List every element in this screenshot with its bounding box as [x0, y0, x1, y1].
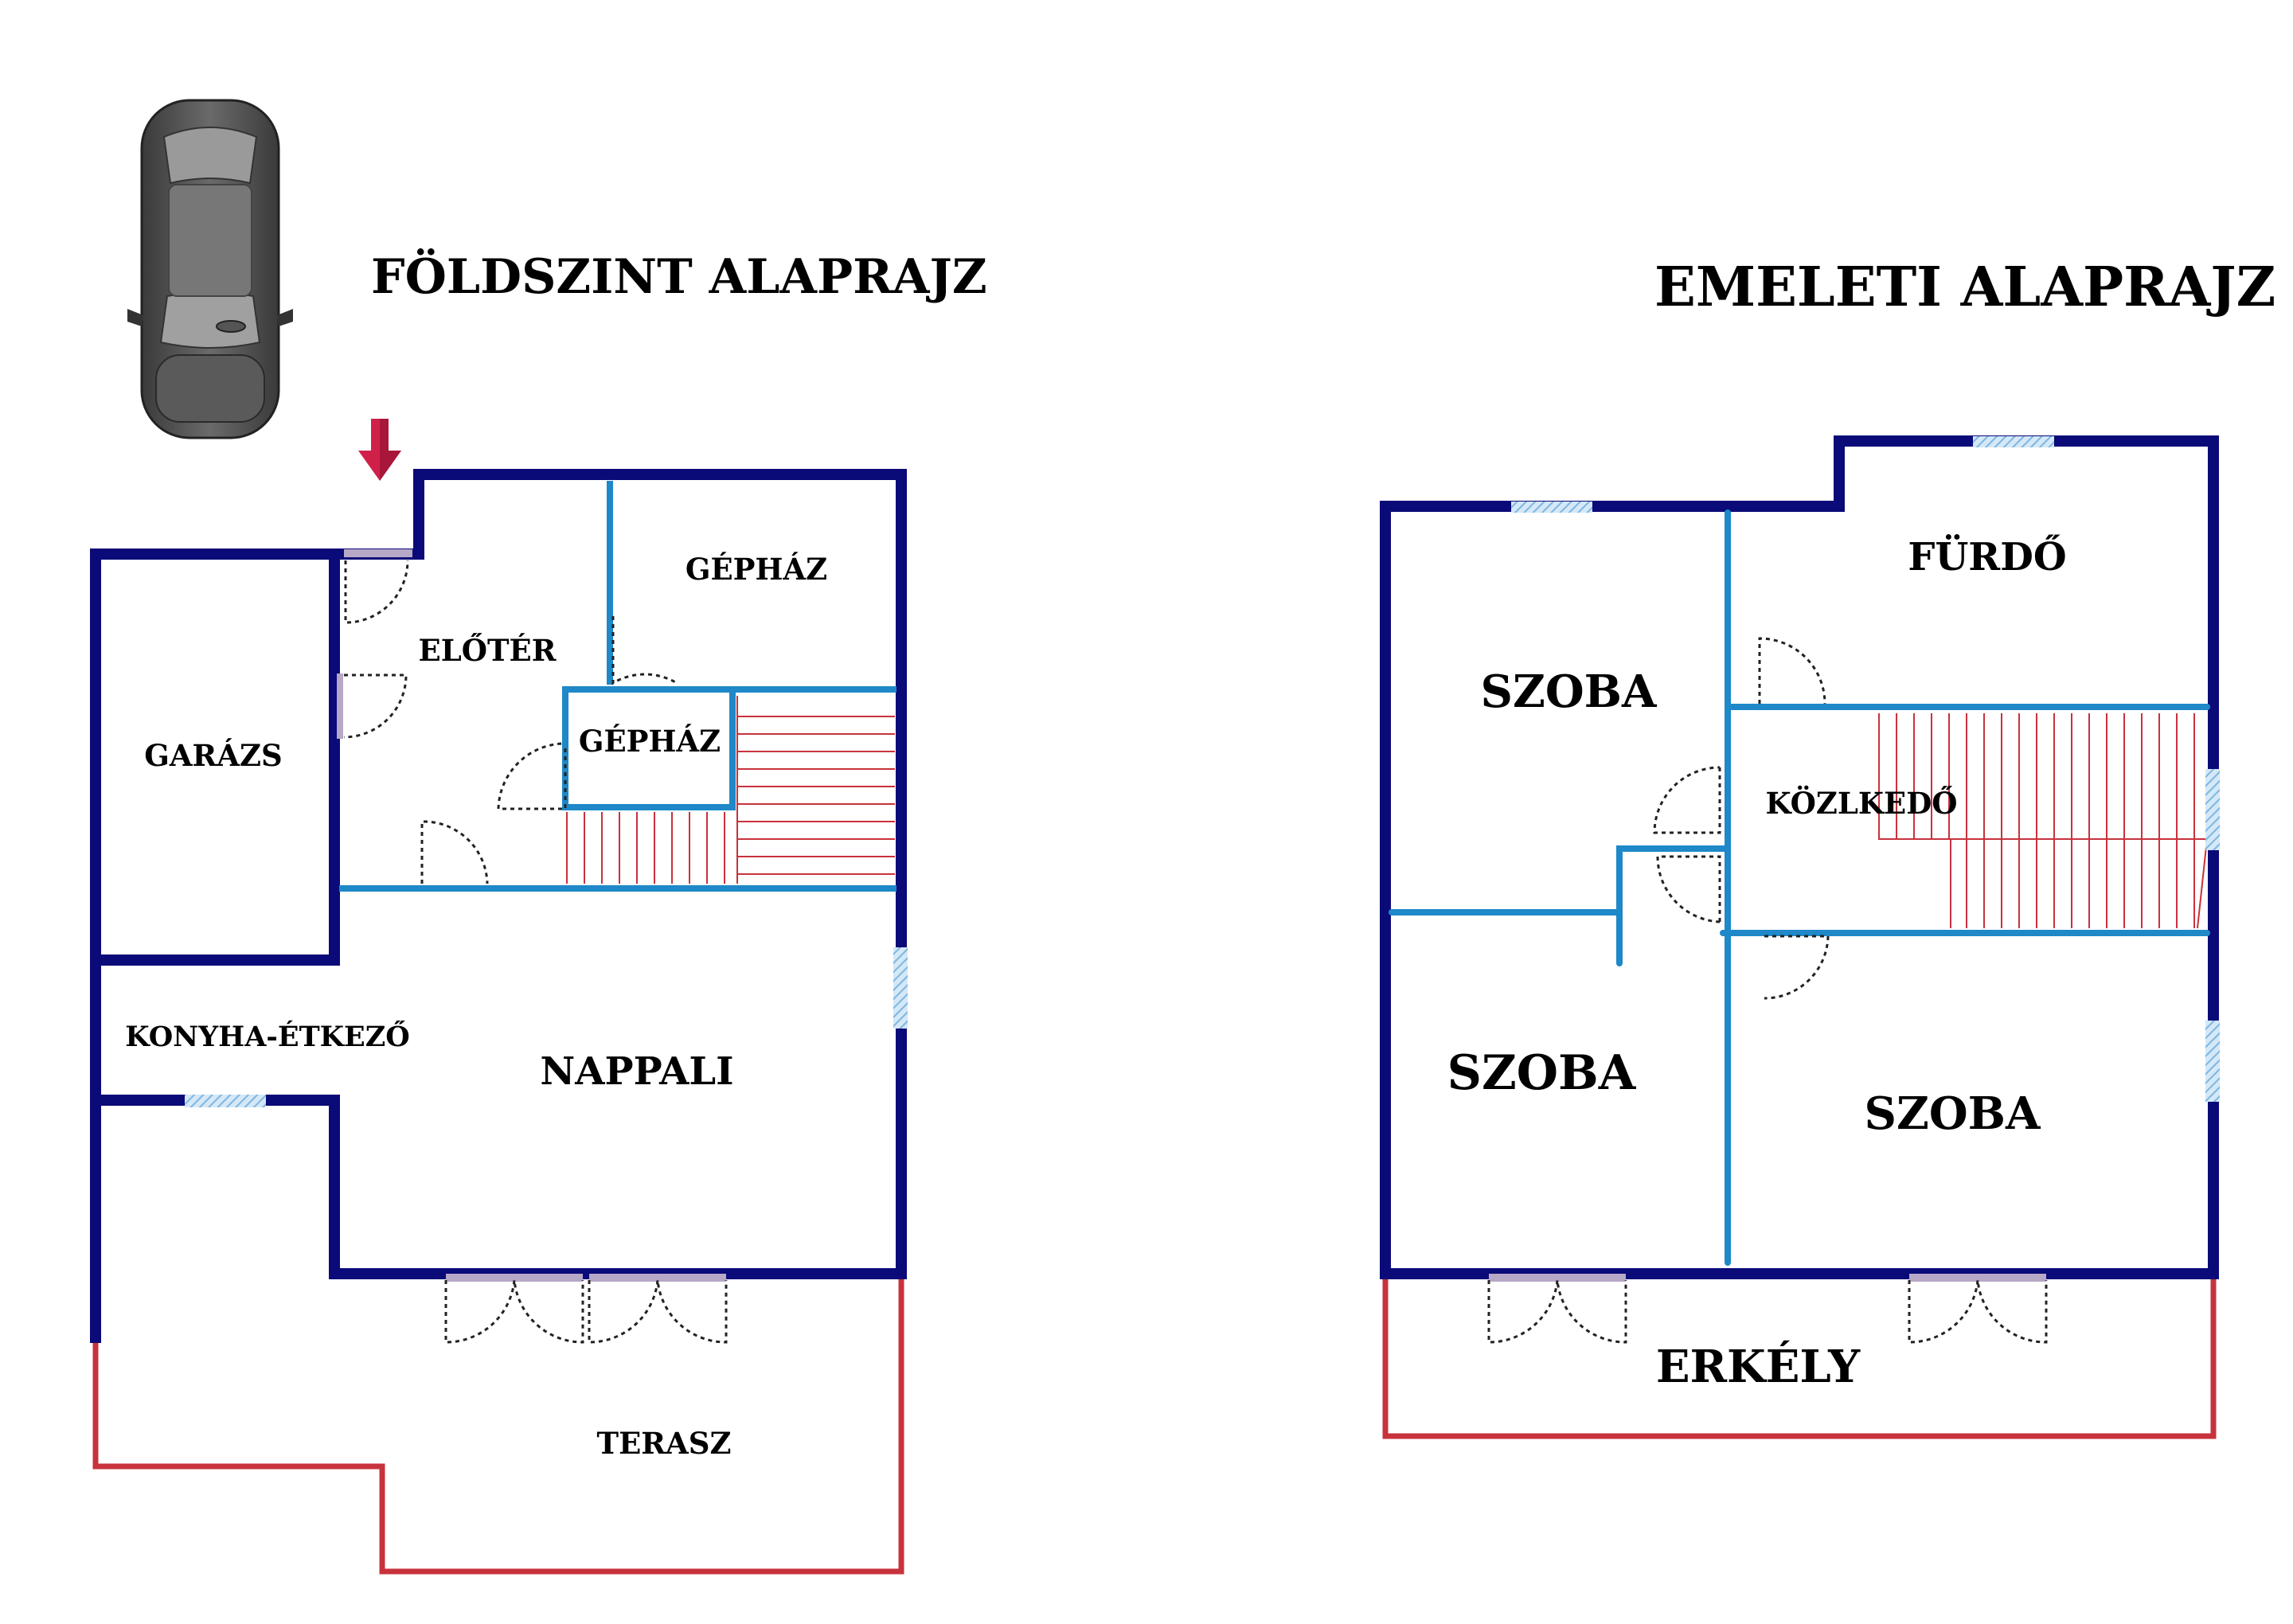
- car-top-view-icon: [127, 99, 293, 439]
- window: [2205, 769, 2220, 850]
- ground-outer-walls: [90, 469, 907, 1343]
- window: [344, 549, 412, 557]
- room-label-room: SZOBA: [1481, 666, 1658, 718]
- terrace-outline: [92, 1274, 904, 1575]
- room-label-corridor: KÖZLKEDŐ: [1765, 785, 1957, 821]
- room-label-balcony: ERKÉLY: [1656, 1340, 1861, 1393]
- window: [337, 673, 343, 739]
- upper-floor-title: EMELETI ALAPRAJZ: [1654, 256, 2275, 319]
- ground-inner-walls: [339, 481, 896, 892]
- upper-doors: [1487, 637, 2048, 1344]
- ground-floor-plan: FÖLDSZINT ALAPRAJZ GARÁZS ELŐTÉR GÉPHÁZ …: [90, 248, 987, 1575]
- ground-doors: [343, 560, 728, 1344]
- upper-outer-walls: [1380, 435, 2219, 1279]
- upper-floor-plan: EMELETI ALAPRAJZ FÜRDŐ SZOBA KÖZLKEDŐ SZ…: [1380, 256, 2275, 1439]
- ground-stairs: [566, 696, 895, 884]
- room-label-room: SZOBA: [1865, 1087, 2041, 1140]
- room-label-garage: GARÁZS: [144, 738, 283, 773]
- upper-stairs: [1878, 713, 2208, 929]
- room-label-living-room: NAPPALI: [540, 1049, 733, 1094]
- window: [1909, 1274, 2046, 1282]
- room-label-kitchen-dining: KONYHA-ÉTKEZŐ: [125, 1020, 410, 1053]
- room-label-terrace: TERASZ: [597, 1426, 732, 1461]
- window: [589, 1274, 726, 1282]
- window: [2205, 1021, 2220, 1102]
- room-label-bathroom: FÜRDŐ: [1908, 533, 2066, 580]
- balcony-outline: [1382, 1279, 2217, 1439]
- ground-floor-title: FÖLDSZINT ALAPRAJZ: [371, 248, 987, 305]
- window: [185, 1095, 266, 1107]
- room-label-machine-room: GÉPHÁZ: [579, 724, 721, 759]
- window: [1973, 436, 2054, 447]
- arrow-down-icon: [358, 419, 401, 481]
- room-label-room: SZOBA: [1447, 1045, 1637, 1101]
- window: [446, 1274, 583, 1282]
- window: [1489, 1274, 1626, 1282]
- room-label-entrance: ELŐTÉR: [419, 633, 557, 668]
- room-label-machine-room: GÉPHÁZ: [686, 552, 827, 587]
- window: [893, 947, 908, 1029]
- upper-inner-walls: [1389, 509, 2210, 1266]
- window: [1511, 502, 1592, 513]
